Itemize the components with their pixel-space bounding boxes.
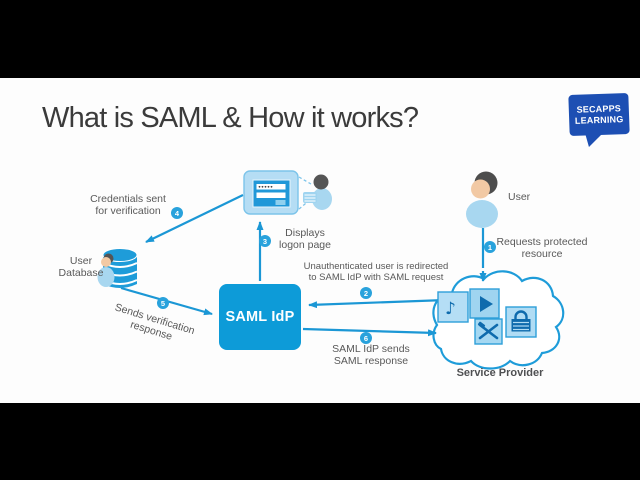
arrow-step4-credentials xyxy=(145,194,244,243)
lock-app-icon xyxy=(505,306,537,338)
step-badge-3: 3 xyxy=(259,235,271,247)
label-unauthenticated-redirect: Unauthenticated user is redirected to SA… xyxy=(303,261,449,283)
label-user-database: User Database xyxy=(58,255,104,279)
saml-idp-label: SAML IdP xyxy=(225,309,295,325)
arrow-step6-response xyxy=(302,327,437,337)
step-badge-2: 2 xyxy=(360,287,372,299)
label-requests-protected-resource: Requests protected resource xyxy=(496,236,588,260)
arrow-step2-redirect xyxy=(308,298,447,309)
user-icon xyxy=(466,171,498,228)
video-app-icon xyxy=(469,288,500,319)
tools-app-icon xyxy=(474,318,503,345)
saml-idp-box: SAML IdP xyxy=(219,284,301,350)
svg-text:♪: ♪ xyxy=(445,299,456,319)
top-letterbox-bar xyxy=(0,0,640,78)
label-displays-logon-page: Displays logon page xyxy=(279,227,331,251)
step-badge-4: 4 xyxy=(171,207,183,219)
login-window-icon xyxy=(243,170,299,215)
step-badge-1: 1 xyxy=(484,241,496,253)
page-title: What is SAML & How it works? xyxy=(42,102,419,134)
database-person-icon xyxy=(97,253,115,287)
callout-line-top xyxy=(298,176,312,185)
label-idp-sends-response: SAML IdP sends SAML response xyxy=(332,343,410,367)
person-at-desk-icon xyxy=(303,174,332,210)
label-service-provider: Service Provider xyxy=(456,367,544,379)
step-badge-5: 5 xyxy=(157,297,169,309)
bottom-letterbox-bar xyxy=(0,403,640,480)
music-app-icon: ♪ xyxy=(437,291,469,323)
label-credentials-sent: Credentials sent for verification xyxy=(90,193,166,217)
label-user: User xyxy=(508,191,531,203)
step-badge-6: 6 xyxy=(360,332,372,344)
